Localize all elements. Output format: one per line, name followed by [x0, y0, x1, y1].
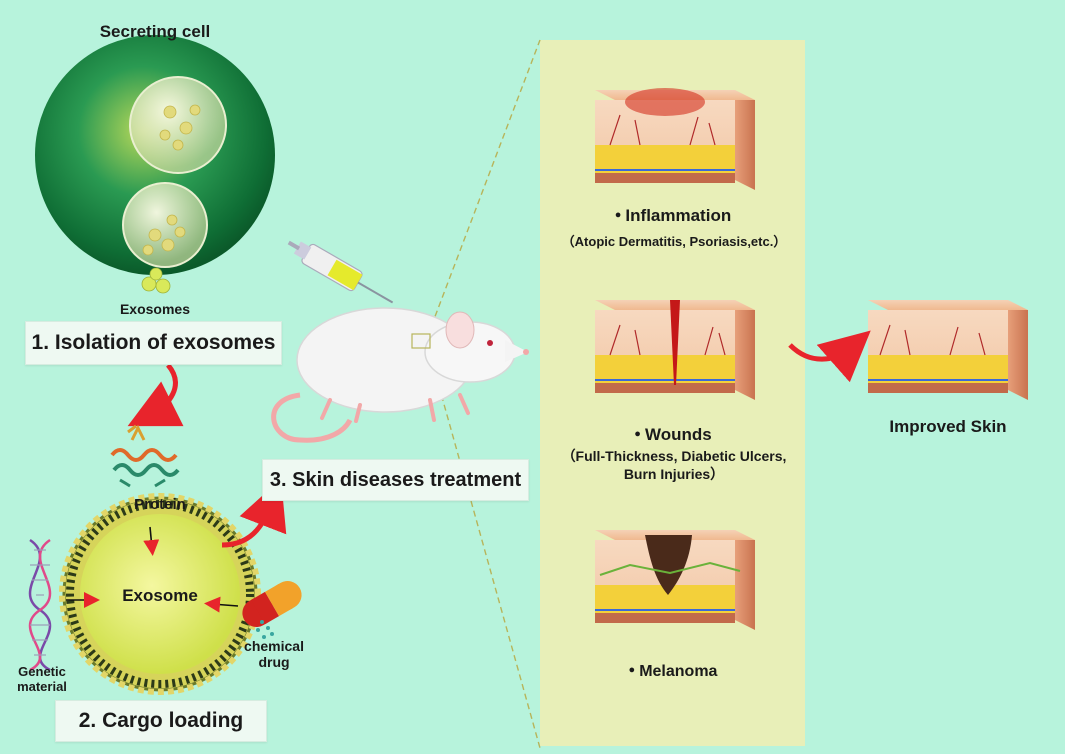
rat-illustration — [271, 307, 529, 443]
improved-skin-label: Improved Skin — [889, 417, 1007, 436]
skin-melanoma-icon — [595, 530, 755, 630]
genetic-material-label: Genetic material — [17, 664, 67, 694]
protein-arrow — [143, 526, 160, 556]
condition-wounds-title: Wounds — [548, 425, 798, 445]
step1-box: 1. Isolation of exosomes — [25, 321, 282, 365]
skin-improved-icon — [868, 300, 1028, 400]
chemical-drug-label: chemical drug — [244, 638, 304, 670]
condition-melanoma-title: Melanoma — [548, 663, 798, 681]
step2-box: 2. Cargo loading — [55, 700, 267, 742]
secreting-cell-label: Secreting cell — [99, 22, 211, 41]
zoom-guide-bottom — [427, 346, 541, 749]
exosome-illustration — [59, 493, 261, 695]
exosomes-label: Exosomes — [119, 301, 191, 317]
condition-inflammation-title: Inflammation — [548, 206, 798, 226]
step3-box: 3. Skin diseases treatment — [262, 459, 529, 501]
arrow-to-improved-skin — [788, 330, 871, 383]
condition-inflammation-detail: （Atopic Dermatitis, Psoriasis,etc.） — [561, 234, 787, 249]
secreting-cell — [35, 35, 275, 294]
drug-particles — [256, 620, 274, 639]
skin-wound-icon — [595, 300, 755, 400]
skin-inflammation-icon — [595, 88, 755, 190]
zoom-guide-top — [427, 39, 541, 336]
syringe-icon — [287, 240, 394, 304]
drug-arrow — [204, 596, 239, 613]
protein-structure-icon — [110, 424, 180, 488]
condition-wounds-detail: （Full-Thickness, Diabetic Ulcers, Burn I… — [561, 448, 787, 482]
exosome-label: Exosome — [122, 586, 198, 605]
arrow-step2-to-step3 — [221, 478, 287, 548]
dna-helix-icon — [28, 538, 52, 672]
protein-label: Protein — [134, 496, 186, 513]
capsule-drug-icon — [242, 581, 302, 627]
arrow-step1-to-step2 — [127, 363, 184, 427]
